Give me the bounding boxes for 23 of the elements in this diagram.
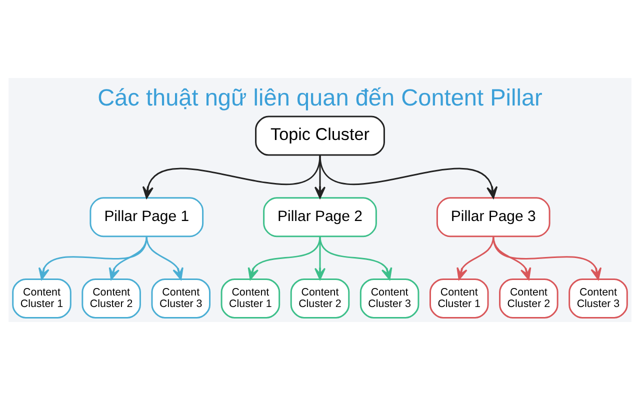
diagram-title: Các thuật ngữ liên quan đến Content Pillar	[98, 84, 542, 110]
node-box: Content Cluster 2	[82, 278, 141, 318]
node-box: Content Cluster 2	[499, 278, 558, 318]
node-box: Content Cluster 2	[290, 278, 350, 318]
node-box: Pillar Page 2	[263, 197, 377, 238]
arrow	[492, 236, 602, 280]
node-box: Topic Cluster	[255, 116, 385, 156]
node-box: Content Cluster 1	[220, 278, 280, 318]
node-box: Pillar Page 1	[90, 197, 204, 238]
arrow	[319, 236, 392, 280]
arrow	[108, 236, 148, 280]
node-box: Content Cluster 1	[429, 278, 489, 318]
node-box: Content Cluster 3	[568, 278, 628, 318]
node-box: Content Cluster 1	[12, 278, 72, 318]
arrow	[319, 154, 498, 199]
node-box: Content Cluster 3	[151, 278, 211, 318]
arrow	[38, 236, 148, 280]
arrow	[142, 154, 321, 199]
arrow	[248, 236, 321, 280]
node-box: Content Cluster 3	[360, 278, 420, 318]
arrow	[492, 236, 532, 280]
node-box: Pillar Page 3	[436, 197, 550, 238]
arrow	[146, 236, 184, 280]
